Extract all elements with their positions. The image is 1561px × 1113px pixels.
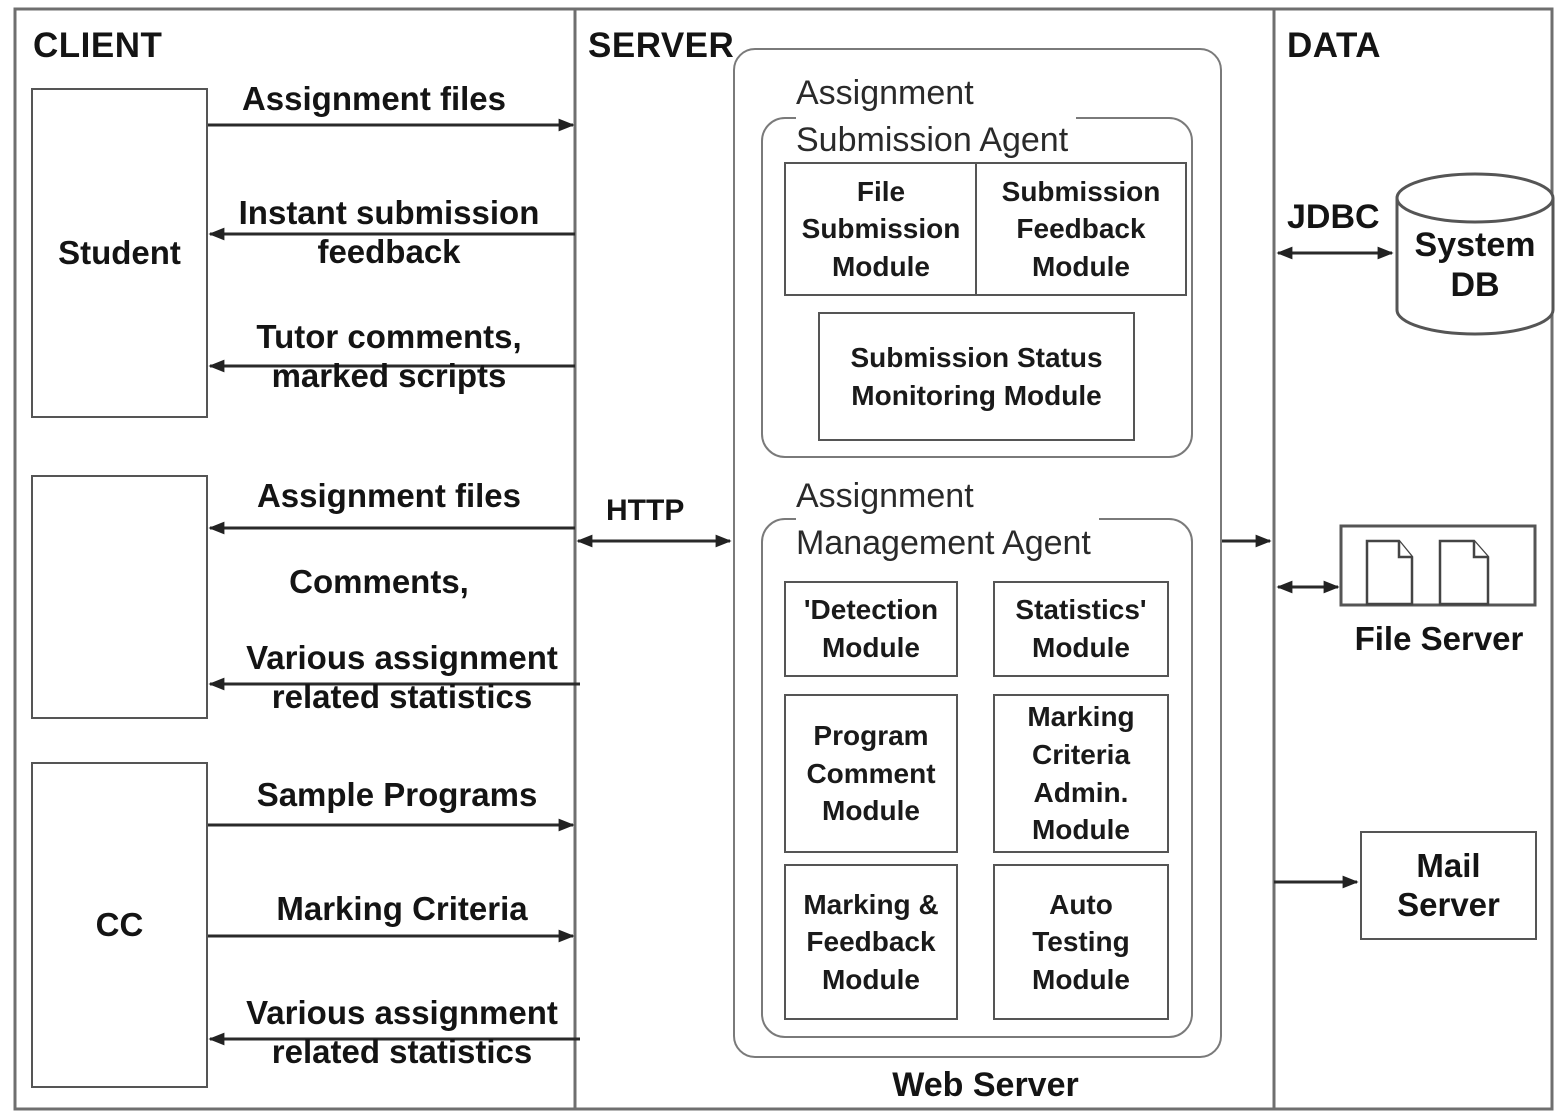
document-icon xyxy=(1365,539,1414,606)
flow-label: Various assignment related statistics xyxy=(246,639,558,715)
web-server-label: Web Server xyxy=(892,1066,1079,1104)
header-client: CLIENT xyxy=(33,26,163,65)
cc-label: CC xyxy=(95,905,144,943)
http-label: HTTP xyxy=(606,494,685,527)
statistics-module: Statistics' Module xyxy=(993,581,1169,677)
detection-module: 'Detection Module xyxy=(784,581,958,677)
student-label: Student xyxy=(58,233,181,271)
program-comment-module: Program Comment Module xyxy=(784,694,958,853)
status-monitoring-module: Submission Status Monitoring Module xyxy=(818,312,1135,441)
flow-label: Instant submission feedback xyxy=(238,194,540,270)
mail-server-box: Mail Server xyxy=(1360,831,1537,940)
web-server-container xyxy=(733,48,1222,1058)
flow-label: Tutor comments, marked scripts xyxy=(256,318,522,394)
document-icon xyxy=(1438,539,1490,606)
flow-label: Sample Programs xyxy=(256,776,538,813)
jdbc-label: JDBC xyxy=(1287,198,1380,236)
outer-frame xyxy=(13,7,1554,1111)
flow-label: Assignment files xyxy=(256,477,522,514)
flow-label: Various assignment related statistics xyxy=(246,994,558,1070)
database-cylinder-icon xyxy=(1395,172,1555,336)
auto-testing-module: Auto Testing Module xyxy=(993,864,1169,1020)
header-data: DATA xyxy=(1287,26,1382,65)
student-box: Student xyxy=(31,88,208,418)
system-db-label: System DB xyxy=(1414,226,1536,305)
submission-feedback-module: Submission Feedback Module xyxy=(975,162,1187,296)
mail-server-label: Mail Server xyxy=(1397,846,1500,923)
marking-criteria-admin-module: Marking Criteria Admin. Module xyxy=(993,694,1169,853)
submission-agent-title: Assignment Submission Agent xyxy=(796,70,1077,164)
flow-label: Marking Criteria xyxy=(276,890,528,927)
marking-feedback-module: Marking & Feedback Module xyxy=(784,864,958,1020)
flow-label: Comments, xyxy=(289,563,469,600)
cc-box: CC xyxy=(31,762,208,1088)
flow-label: Assignment files xyxy=(241,80,507,117)
file-submission-module: File Submission Module xyxy=(784,162,978,296)
management-agent-title: Assignment Management Agent xyxy=(796,473,1099,567)
tutor-box xyxy=(31,475,208,719)
header-server: SERVER xyxy=(588,26,735,65)
file-server-label: File Server xyxy=(1354,620,1524,657)
